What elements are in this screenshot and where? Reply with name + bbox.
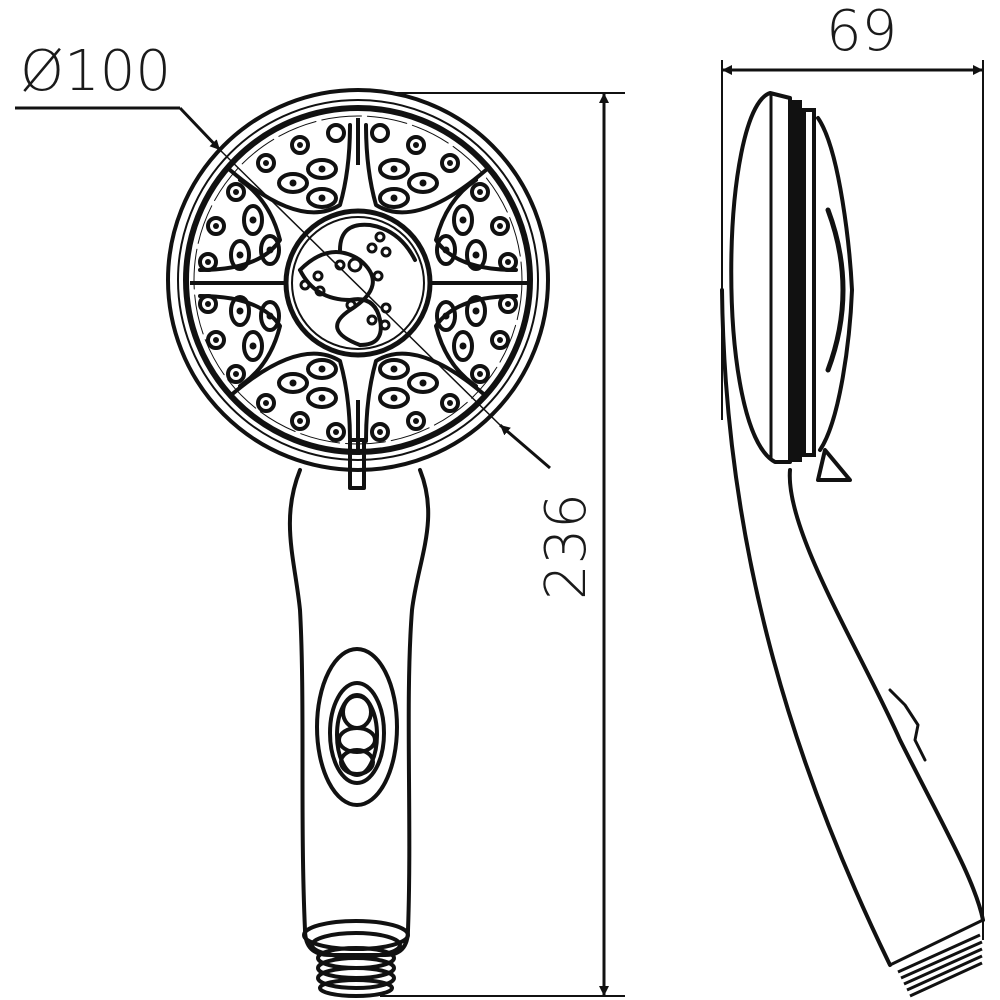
depth-label: 69 xyxy=(826,0,897,64)
front-view: Ø100 236 xyxy=(15,39,625,998)
side-thread xyxy=(889,918,984,998)
nozzles xyxy=(229,158,487,409)
length-label: 236 xyxy=(534,493,599,600)
length-dimension: 236 xyxy=(380,92,625,997)
thread-connector xyxy=(302,919,410,998)
handle-outline xyxy=(287,468,431,932)
shower-face xyxy=(166,88,550,490)
diameter-dimension: Ø100 xyxy=(15,39,551,470)
diameter-label: Ø100 xyxy=(20,39,171,104)
spray-mode-button xyxy=(315,647,399,807)
depth-dimension: 69 xyxy=(721,0,984,940)
side-view: 69 xyxy=(720,0,985,998)
